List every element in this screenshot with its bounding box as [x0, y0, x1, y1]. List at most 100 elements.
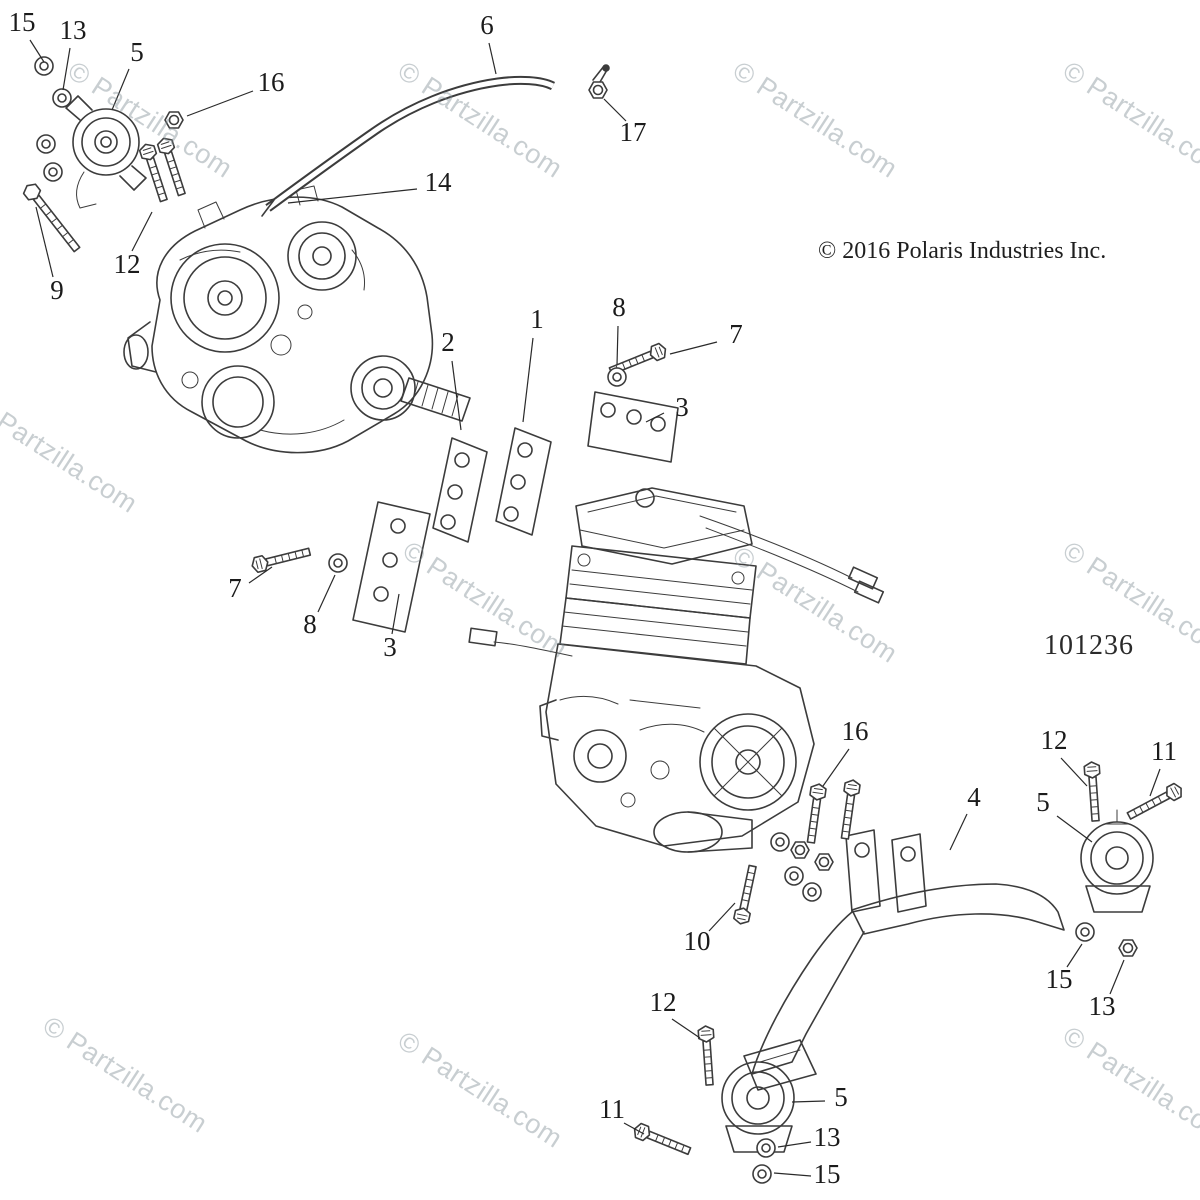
callout-number-7: 7: [729, 319, 743, 349]
washer-icon: [802, 882, 822, 902]
bolt-11-bottom-icon: [630, 1121, 693, 1159]
bolt-7-lower-icon: [249, 543, 313, 575]
leader-line-15: [1066, 943, 1083, 968]
nut-icon: [790, 841, 810, 859]
nut-13-right-icon: [1118, 939, 1138, 957]
leader-line-13: [62, 47, 71, 91]
leader-line-11: [1149, 768, 1161, 797]
washer-15-bottom-icon: [752, 1164, 772, 1184]
leader-line-5: [111, 68, 130, 111]
leader-line-1: [522, 337, 534, 423]
callout-number-16: 16: [258, 67, 285, 97]
diagram-number: 101236: [1044, 630, 1134, 661]
leader-line-13: [1109, 959, 1125, 995]
callout-number-2: 2: [441, 327, 455, 357]
leader-line-16: [822, 748, 850, 787]
leader-line-4: [949, 813, 968, 851]
callout-number-15: 15: [814, 1159, 841, 1189]
bolt-16b-icon: [836, 778, 862, 841]
callout-number-8: 8: [612, 292, 626, 322]
callout-number-4: 4: [967, 782, 981, 812]
leader-line-7: [248, 566, 273, 584]
callout-number-13: 13: [1089, 991, 1116, 1021]
hose-fitting: [592, 64, 610, 83]
engine-mount-bottom: [721, 1061, 795, 1153]
washer-13-icon: [52, 88, 72, 108]
leader-line-5: [1056, 815, 1093, 843]
leader-line-8: [317, 574, 336, 613]
washer-icon: [784, 866, 804, 886]
engine-assembly: [468, 487, 885, 853]
bolt-12-right-icon: [1083, 760, 1104, 823]
leader-line-5: [791, 1100, 826, 1103]
washer-icon: [770, 832, 790, 852]
washer-icon: [43, 162, 63, 182]
callout-number-14: 14: [425, 167, 453, 197]
leader-line-8: [616, 325, 619, 366]
bolt-16a-icon: [802, 782, 828, 845]
washer-13-bottom-icon: [756, 1138, 776, 1158]
callout-number-11: 11: [1151, 736, 1177, 766]
leader-line-13: [777, 1141, 812, 1148]
nut-16-icon: [164, 111, 184, 129]
vent-hose: [261, 75, 556, 217]
callout-number-3: 3: [383, 632, 397, 662]
fitting-17-icon: [588, 81, 608, 99]
mount-bracket: [743, 829, 1065, 1091]
leader-line-12: [671, 1018, 701, 1039]
callout-number-13: 13: [60, 15, 87, 45]
transmission-assembly: [123, 185, 471, 454]
bolt-9-icon: [20, 180, 84, 255]
leader-line-6: [488, 42, 497, 75]
bolt-11-right-icon: [1124, 780, 1186, 824]
washer-icon: [36, 134, 56, 154]
leader-line-3: [391, 593, 400, 635]
callout-labels: 15 13 5 16 6 17 14 9 12 2 1 8 7 3 7 8 3 16 12 11 4 5 10 15 13 12 1…: [9, 7, 1178, 1189]
callout-number-8: 8: [303, 609, 317, 639]
callout-number-15: 15: [9, 7, 36, 37]
callout-number-9: 9: [50, 275, 64, 305]
mount-plates: [352, 391, 679, 633]
callout-number-11: 11: [599, 1094, 625, 1124]
leader-line-16: [186, 90, 254, 117]
leader-line-7: [669, 341, 718, 355]
callout-number-3: 3: [675, 392, 689, 422]
callout-number-12: 12: [1041, 725, 1068, 755]
washer-8-upper-icon: [607, 367, 627, 387]
callout-number-12: 12: [650, 987, 677, 1017]
callout-number-12: 12: [114, 249, 141, 279]
callout-number-5: 5: [130, 37, 144, 67]
copyright-notice: © 2016 Polaris Industries Inc.: [818, 238, 1107, 264]
leader-line-14: [287, 188, 418, 204]
leader-line-3: [645, 412, 665, 423]
callout-number-1: 1: [530, 304, 544, 334]
leader-line-17: [603, 98, 627, 122]
callout-number-6: 6: [480, 10, 494, 40]
callout-number-15: 15: [1046, 964, 1073, 994]
engine-mount-right: [1080, 809, 1154, 913]
engine-mount-front: [65, 95, 147, 209]
leader-line-11: [623, 1122, 645, 1135]
callout-number-5: 5: [834, 1082, 848, 1112]
leader-line-9: [35, 206, 54, 278]
leader-line-15: [29, 39, 45, 63]
bolt-10-icon: [732, 863, 761, 927]
callout-number-13: 13: [814, 1122, 841, 1152]
washer-8-lower-icon: [328, 553, 348, 573]
leader-line-10: [708, 902, 736, 932]
callout-number-10: 10: [684, 926, 711, 956]
callout-number-5: 5: [1036, 787, 1050, 817]
leader-line-12: [131, 211, 153, 252]
washer-15-right-icon: [1075, 922, 1095, 942]
leader-line-12: [1060, 757, 1088, 787]
nut-icon: [814, 853, 834, 871]
leader-line-2: [451, 360, 462, 431]
hardware-fasteners: [20, 56, 1186, 1184]
callout-number-17: 17: [620, 117, 647, 147]
callout-number-16: 16: [842, 716, 869, 746]
bolt-12-bottom-icon: [697, 1024, 718, 1087]
callout-leader-lines: [29, 39, 1161, 1177]
washer-15-icon: [34, 56, 54, 76]
callout-number-7: 7: [228, 573, 242, 603]
